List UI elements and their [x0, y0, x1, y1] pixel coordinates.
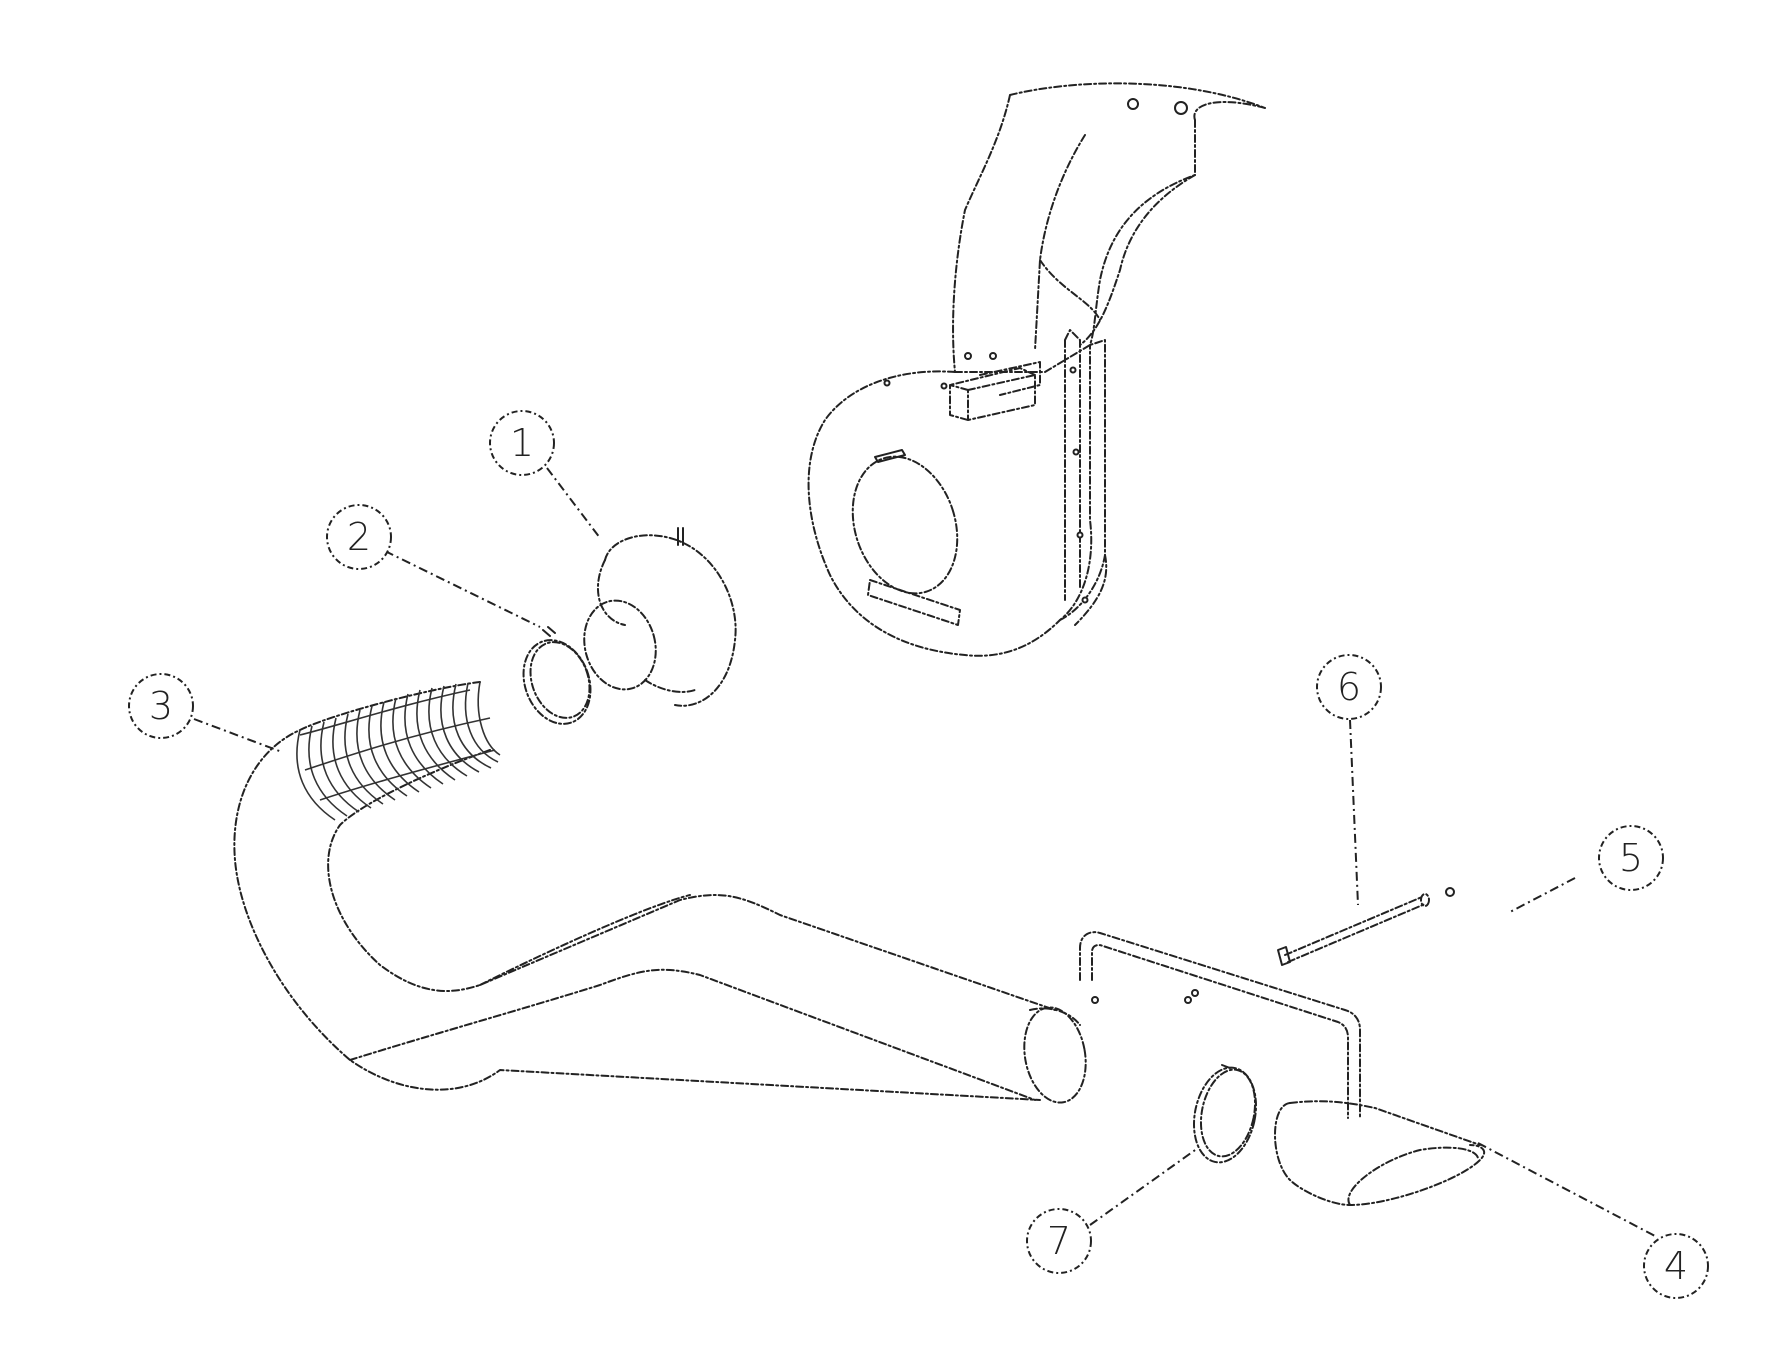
callout-3-label: 3	[149, 684, 173, 728]
part-4-deflector-nozzle	[1274, 1100, 1486, 1206]
callout-1: 1	[489, 410, 555, 476]
hose-corrugations	[296, 681, 501, 821]
part-2-clamp-ring	[522, 626, 592, 725]
callout-6-label: 6	[1337, 665, 1361, 709]
part-6-pin	[1277, 887, 1455, 966]
callout-5-label: 5	[1619, 836, 1643, 880]
callout-1-label: 1	[510, 421, 534, 465]
callout-4: 4	[1643, 1233, 1709, 1299]
callout-2-label: 2	[347, 515, 371, 559]
callout-4-label: 4	[1664, 1244, 1688, 1288]
blower-housing	[807, 82, 1266, 657]
callout-7-label: 7	[1047, 1219, 1071, 1263]
support-bracket	[1079, 931, 1361, 1119]
part-7-clamp-ring	[1193, 1064, 1257, 1164]
callout-7: 7	[1026, 1208, 1092, 1274]
leader-lines	[193, 467, 1656, 1237]
callout-2: 2	[326, 504, 392, 570]
callout-6: 6	[1316, 654, 1382, 720]
callout-3: 3	[128, 673, 194, 739]
callout-5: 5	[1598, 825, 1664, 891]
part-1-inlet-cone	[583, 527, 737, 707]
part-3-hose	[233, 681, 1087, 1104]
